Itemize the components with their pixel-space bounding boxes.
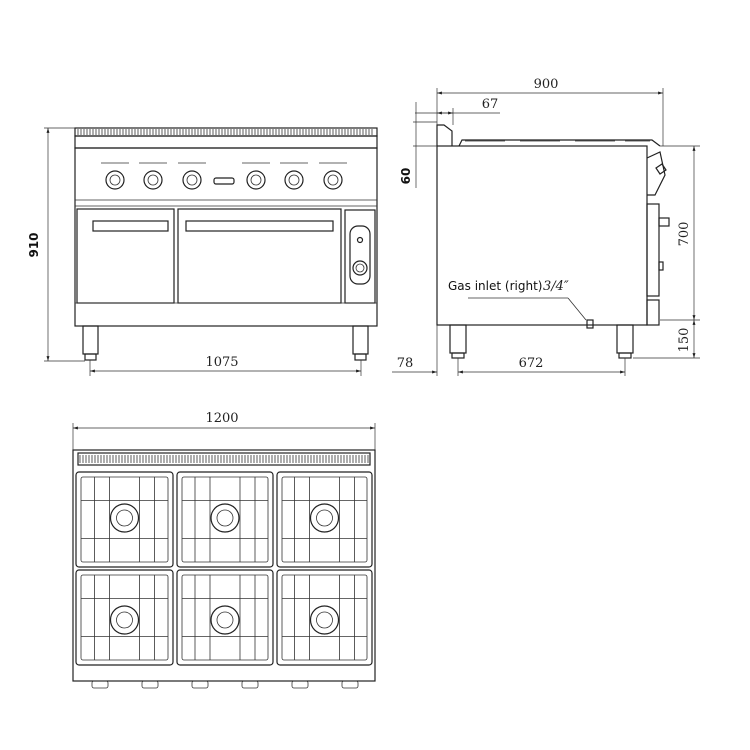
top-grates [75,471,373,666]
burner-knob-icon [280,162,308,190]
side-handle [658,217,670,227]
right-oven-door [177,208,342,304]
side-leg-front [616,324,634,354]
front-knobs [101,162,347,190]
side-door-profile [646,203,660,297]
burner-knob-icon [242,162,270,190]
burner-icon [109,605,140,635]
burner-knob-icon [319,162,347,190]
side-view: Gas inlet (right) 3/4″ 900 67 60 700 150… [392,77,700,376]
left-oven-door [76,208,175,304]
burner-icon [309,605,340,635]
top-grille-hatching [79,455,369,463]
burner-icon [210,605,240,635]
indicator-light-icon [356,236,364,244]
knob-profile [241,680,259,689]
side-backsplash [436,124,453,146]
knob-profile [91,680,109,689]
burner-grate [75,471,174,568]
dim-67-label: 67 [482,97,499,112]
front-grate-band [74,135,378,149]
right-door-handle [185,220,334,232]
front-leg-right [352,325,369,355]
burner-grate [176,471,274,568]
dim-78-label: 78 [397,356,414,371]
burner-grate [176,569,274,666]
dim-1075-label: 1075 [205,355,238,370]
dim-1200-label: 1200 [205,411,238,426]
top-outline [72,449,376,682]
burner-icon [109,503,140,533]
front-leg-left [82,325,99,355]
burner-knob-icon [139,162,167,190]
burner-knob-icon [101,162,129,190]
dim-672-label: 672 [519,356,544,371]
top-view: 1200 [72,411,376,689]
knob-profile [341,680,359,689]
side-knob-panel [646,151,666,196]
dim-910-label: 910 [27,232,41,257]
dim-900-label: 900 [534,77,559,92]
front-grille-hatching [77,129,373,135]
knob-profile [141,680,159,689]
brand-logo-icon [213,177,235,185]
dim-60-label: 60 [399,168,413,185]
side-leg-rear [449,324,467,354]
gas-inlet-size: 3/4″ [543,279,569,294]
left-door-handle [92,220,169,232]
burner-icon [210,503,240,533]
top-flue-grille [77,452,371,466]
burner-grate [276,569,373,666]
front-view: 910 1075 [27,127,378,376]
knob-profile [291,680,309,689]
dim-150-label: 150 [677,328,692,353]
thermostat-knob-icon [352,260,368,276]
gas-inlet-fitting [586,319,594,329]
burner-grate [75,569,174,666]
burner-grate [276,471,373,568]
control-panel-inset [349,225,371,285]
gas-inlet-label: Gas inlet (right) [448,279,542,293]
dim-700-label: 700 [677,222,692,247]
burner-icon [309,503,340,533]
side-knob-icon [655,163,667,175]
front-body [74,147,378,327]
knob-profile [191,680,209,689]
burner-knob-icon [178,162,206,190]
side-grates [458,139,661,147]
top-knob-profiles [91,680,359,689]
